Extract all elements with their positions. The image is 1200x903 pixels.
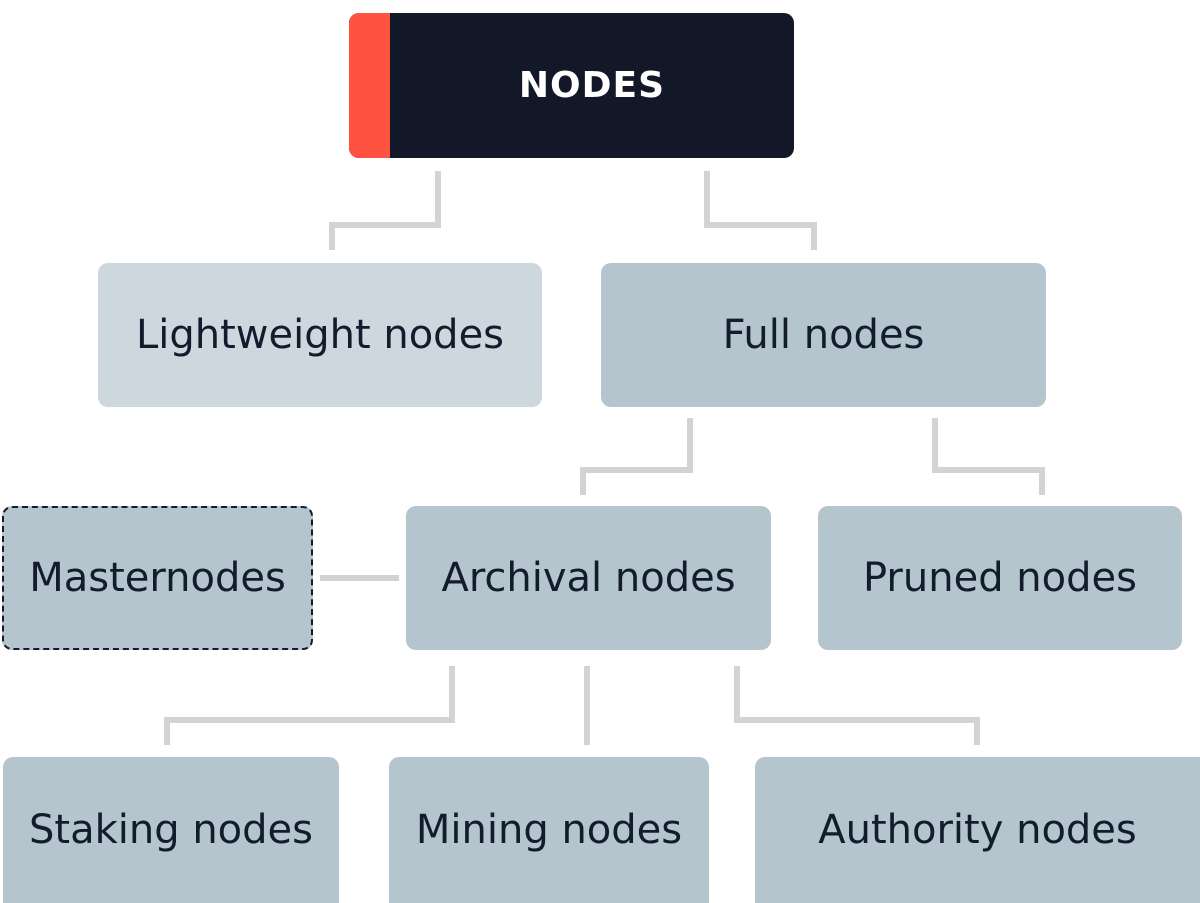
root-accent-bar [349, 13, 390, 158]
node-staking-label: Staking nodes [29, 807, 313, 853]
node-archival: Archival nodes [406, 506, 771, 650]
node-masternodes: Masternodes [2, 506, 313, 650]
node-archival-label: Archival nodes [441, 555, 736, 601]
node-lightweight-label: Lightweight nodes [135, 312, 505, 358]
node-lightweight: Lightweight nodes [98, 263, 542, 407]
node-staking: Staking nodes [3, 757, 339, 903]
root-node-nodes: NODES [349, 13, 794, 158]
connector-full-pruned [932, 418, 1045, 495]
node-full-label: Full nodes [722, 312, 925, 358]
root-node-label: NODES [518, 65, 666, 106]
connector-root-full [704, 171, 817, 250]
connector-full-archival [580, 418, 693, 495]
node-authority: Authority nodes [755, 757, 1200, 903]
node-mining-label: Mining nodes [415, 807, 683, 853]
connector-root-lightweight [329, 171, 441, 250]
node-pruned-label: Pruned nodes [863, 555, 1137, 601]
node-mining: Mining nodes [389, 757, 709, 903]
node-authority-label: Authority nodes [818, 807, 1137, 853]
node-pruned: Pruned nodes [818, 506, 1182, 650]
connector-archival-staking [164, 666, 455, 745]
node-masternodes-label: Masternodes [29, 555, 286, 601]
node-full: Full nodes [601, 263, 1046, 407]
connector-archival-authority [734, 666, 980, 745]
